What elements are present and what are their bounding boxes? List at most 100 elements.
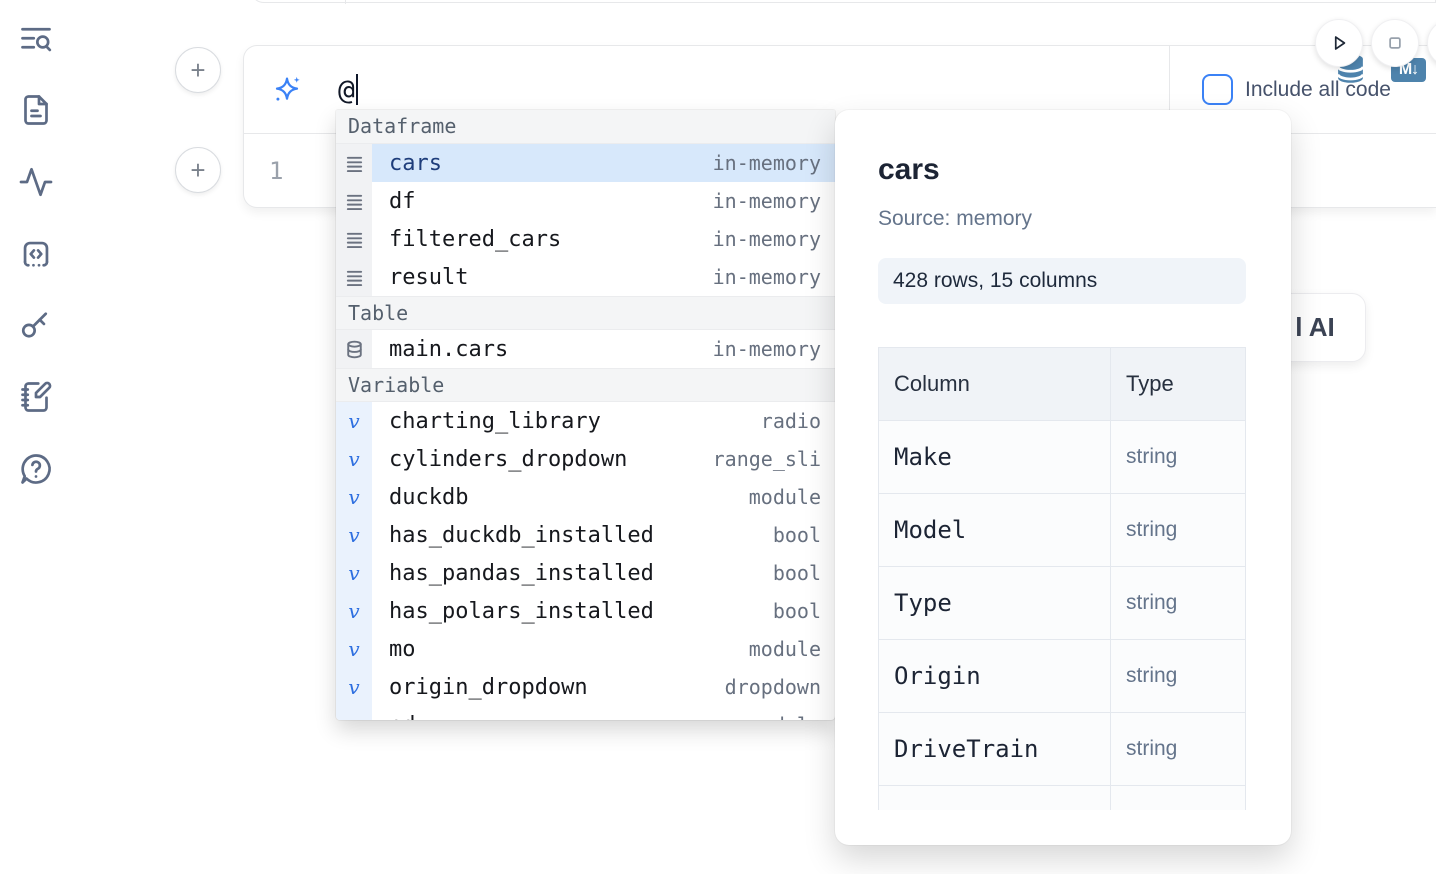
variable-icon: v [336,554,372,592]
completion-group-header: Variable [336,368,835,402]
schema-column-type: string [1110,420,1246,494]
completion-item-name: mo [389,636,416,662]
previous-cell-divider [345,0,346,4]
completion-item-type: module [748,637,821,661]
schema-header-column: Column [878,347,1111,421]
scratchpad-icon [21,381,52,412]
completion-item-name: df [389,188,416,214]
variable-icon: v [336,516,372,554]
completion-item-type: dropdown [724,675,821,699]
completion-item-type: in-memory [712,189,821,213]
ai-prompt-input[interactable]: @ [338,73,355,106]
panel-source: Source: memory [878,207,1033,230]
sidebar-item-scratchpad[interactable] [15,376,57,418]
ai-row-divider [1169,46,1170,133]
sidebar-item-code-snippet[interactable] [15,233,57,275]
variable-icon: v [336,478,372,516]
add-cell-below-button[interactable]: + [175,147,221,193]
completion-item-type: module [748,485,821,509]
add-cell-above-button[interactable]: + [175,47,221,93]
completion-item-type: in-memory [712,151,821,175]
completion-item-type: in-memory [712,227,821,251]
completion-item-name: origin_dropdown [389,674,588,700]
ai-prompt-row: @ Include all code [244,46,1436,133]
sidebar-item-key[interactable] [15,304,57,346]
variable-icon: v [336,402,372,440]
schema-column-name: Type [878,566,1111,640]
completion-item-type: range_sli [712,447,821,471]
previous-cell-fragment [250,0,1436,3]
completion-item[interactable]: v has_pandas_installed bool [336,554,835,592]
line-number: 1 [269,156,284,185]
schema-column-type: string [1110,566,1246,640]
stop-cell-button[interactable] [1371,19,1419,67]
completion-item-name: cars [389,150,442,176]
schema-column-name: Origin [878,639,1111,713]
completion-item-name: has_polars_installed [389,598,654,624]
play-icon [1334,36,1346,50]
schema-column-type: string [1110,493,1246,567]
completion-item[interactable]: v cylinders_dropdown range_sli [336,440,835,478]
sidebar-item-help[interactable] [15,448,57,490]
completion-item[interactable]: v origin_dropdown dropdown [336,668,835,706]
dataframe-icon [336,258,372,296]
dataframe-icon [336,182,372,220]
run-cell-button[interactable] [1315,19,1363,67]
dataframe-icon [336,220,372,258]
schema-column-name: DriveTrain [878,712,1111,786]
schema-column-type [1110,785,1246,810]
sidebar-item-list-search[interactable] [15,18,57,60]
variable-icon: v [336,592,372,630]
completion-item[interactable]: vpdmodule [336,706,835,720]
generate-ai-label: l AI [1295,312,1335,342]
include-all-code-label: Include all code [1245,77,1391,101]
dataframe-preview-panel: cars Source: memory 428 rows, 15 columns… [835,110,1291,845]
schema-column-name: Make [878,420,1111,494]
completion-item-name: charting_library [389,408,601,434]
completion-item-name: result [389,264,469,290]
activity-icon [19,167,53,197]
completion-item-name: has_pandas_installed [389,560,654,586]
include-all-code-checkbox[interactable] [1202,74,1233,105]
schema-column-name [878,785,1111,810]
schema-column-name: Model [878,493,1111,567]
help-icon [21,454,51,484]
completion-item[interactable]: cars in-memory [336,144,835,182]
schema-column-type: string [1110,639,1246,713]
completion-item-type: bool [772,523,821,547]
sidebar-item-activity[interactable] [15,161,57,203]
completion-item-name: cylinders_dropdown [389,446,628,472]
schema-row [878,785,1246,810]
dataframe-icon [336,144,372,182]
key-icon [21,312,48,338]
variable-icon: v [336,706,372,720]
completion-item-type: radio [760,409,821,433]
completion-item-type: bool [772,561,821,585]
stop-icon [1389,37,1401,49]
completion-item[interactable]: v charting_library radio [336,402,835,440]
completion-item-name: pd [389,713,749,721]
completion-item-name: duckdb [389,484,469,510]
panel-title: cars [878,153,940,186]
list-search-icon [21,27,52,52]
variable-icon: v [336,668,372,706]
completion-item[interactable]: df in-memory [336,182,835,220]
completion-item-name: main.cars [389,336,509,362]
variable-icon: v [336,440,372,478]
sidebar-item-file-text[interactable] [15,89,57,131]
text-cursor [355,74,358,105]
